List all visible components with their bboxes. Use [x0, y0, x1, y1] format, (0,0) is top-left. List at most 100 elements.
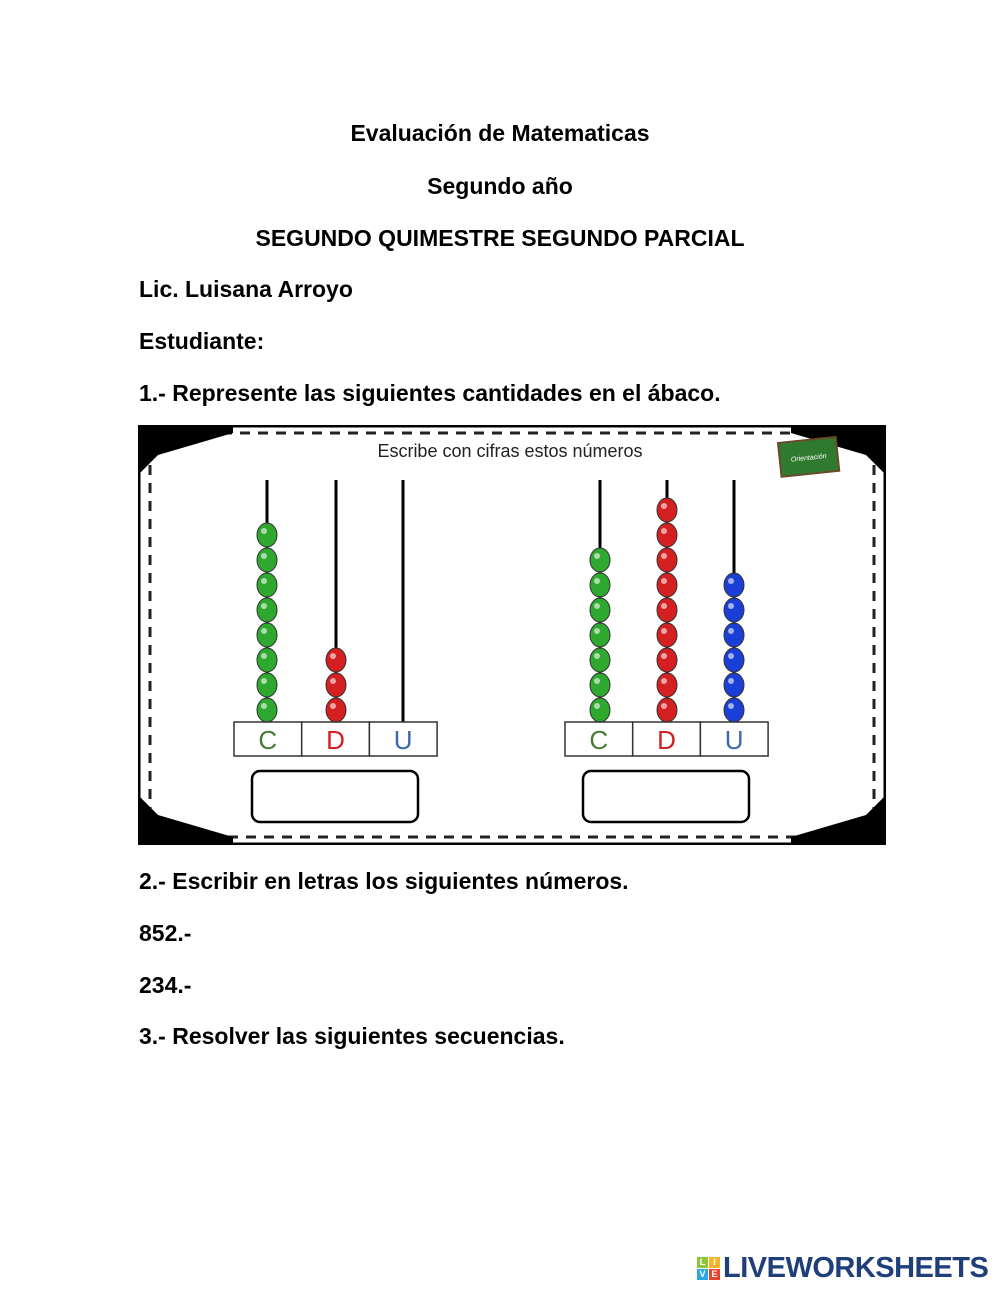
bead-highlight [261, 678, 267, 684]
bead-highlight [661, 503, 667, 509]
abacus-bead [256, 522, 278, 548]
abacus-svg: Escribe con cifras estos números Orienta… [137, 424, 887, 846]
abacus-bead [723, 672, 745, 698]
bead-highlight [728, 703, 734, 709]
abacus-bead [656, 522, 678, 548]
abacus-bead [589, 647, 611, 673]
bead-highlight [661, 578, 667, 584]
place-value-label-D: D [326, 725, 345, 755]
abacus-bead [256, 647, 278, 673]
bead-highlight [728, 603, 734, 609]
abacus-bead [656, 597, 678, 623]
bead-highlight [594, 678, 600, 684]
abacus-bead [656, 572, 678, 598]
place-value-cell [233, 721, 303, 757]
question-1: 1.- Represente las siguientes cantidades… [139, 380, 721, 406]
term-label: SEGUNDO QUIMESTRE SEGUNDO PARCIAL [255, 225, 745, 251]
bead-highlight [261, 653, 267, 659]
abacus-bead [723, 697, 745, 723]
answer-box [581, 769, 751, 824]
bead-highlight [330, 703, 336, 709]
place-value-label-U: U [394, 725, 413, 755]
number-234: 234.- [139, 972, 192, 998]
place-value-label-D: D [657, 725, 676, 755]
abacus-bead [589, 547, 611, 573]
student-label: Estudiante: [139, 328, 265, 354]
abacus-bead [723, 622, 745, 648]
bead-highlight [330, 653, 336, 659]
bead-highlight [661, 528, 667, 534]
abacus-bead [256, 572, 278, 598]
corner-br [791, 795, 886, 845]
bead-highlight [728, 628, 734, 634]
place-value-label-C: C [258, 725, 277, 755]
bead-highlight [261, 528, 267, 534]
bead-highlight [661, 678, 667, 684]
worksheet-title: Evaluación de Matematicas [350, 120, 650, 146]
question-3: 3.- Resolver las siguientes secuencias. [139, 1023, 565, 1049]
bead-highlight [261, 553, 267, 559]
abacus-bead [656, 547, 678, 573]
abacus-bead [589, 697, 611, 723]
bead-highlight [594, 628, 600, 634]
bead-highlight [594, 703, 600, 709]
abacus-bead [589, 672, 611, 698]
bead-highlight [261, 603, 267, 609]
abacus-bead [656, 622, 678, 648]
abacus-bead [256, 697, 278, 723]
abacus-title: Escribe con cifras estos números [377, 441, 642, 461]
bead-highlight [594, 553, 600, 559]
bead-highlight [661, 603, 667, 609]
abacus-bead [656, 697, 678, 723]
abacus-bead [589, 597, 611, 623]
corner-tr [791, 425, 886, 475]
abacus-bead [723, 597, 745, 623]
abacus-exercise-image: Escribe con cifras estos números Orienta… [137, 424, 887, 846]
bead-highlight [594, 603, 600, 609]
bead-highlight [594, 653, 600, 659]
brand-text: LIVEWORKSHEETS [723, 1252, 989, 1284]
question-2: 2.- Escribir en letras los siguientes nú… [139, 868, 629, 894]
place-value-cell [631, 721, 702, 757]
abacus-bead [589, 622, 611, 648]
abacus-bead [656, 672, 678, 698]
bead-highlight [330, 678, 336, 684]
bead-highlight [261, 628, 267, 634]
corner-tl [138, 425, 233, 475]
number-852: 852.- [139, 920, 192, 946]
bead-highlight [261, 578, 267, 584]
place-value-label-U: U [725, 725, 744, 755]
abacus-bead [723, 572, 745, 598]
place-value-cell [564, 721, 634, 757]
abacus-bead [256, 622, 278, 648]
bead-highlight [728, 653, 734, 659]
logo-square-I: I [709, 1256, 720, 1268]
svg-text:Orientación: Orientación [791, 453, 827, 464]
abacus-bead [656, 647, 678, 673]
place-value-cell [300, 721, 371, 757]
corner-bl [138, 795, 233, 845]
bead-highlight [661, 653, 667, 659]
teacher-name: Lic. Luisana Arroyo [139, 276, 353, 302]
abacus-bead [325, 647, 347, 673]
abacus-bead [589, 572, 611, 598]
bead-highlight [728, 678, 734, 684]
answer-box [250, 769, 420, 824]
dashed-frame [148, 431, 876, 839]
bead-highlight [661, 628, 667, 634]
abacus-bead [723, 647, 745, 673]
logo-square-E: E [709, 1268, 720, 1280]
grade-label: Segundo año [427, 173, 573, 199]
place-value-label-C: C [589, 725, 608, 755]
bead-highlight [661, 553, 667, 559]
bead-highlight [261, 703, 267, 709]
abacus-bead [256, 597, 278, 623]
logo-square-L: L [697, 1256, 708, 1268]
place-value-cell [699, 721, 769, 757]
abacus-bead [325, 672, 347, 698]
logo-square-V: V [697, 1268, 708, 1280]
orientacion-logo: Orientación [776, 435, 841, 478]
